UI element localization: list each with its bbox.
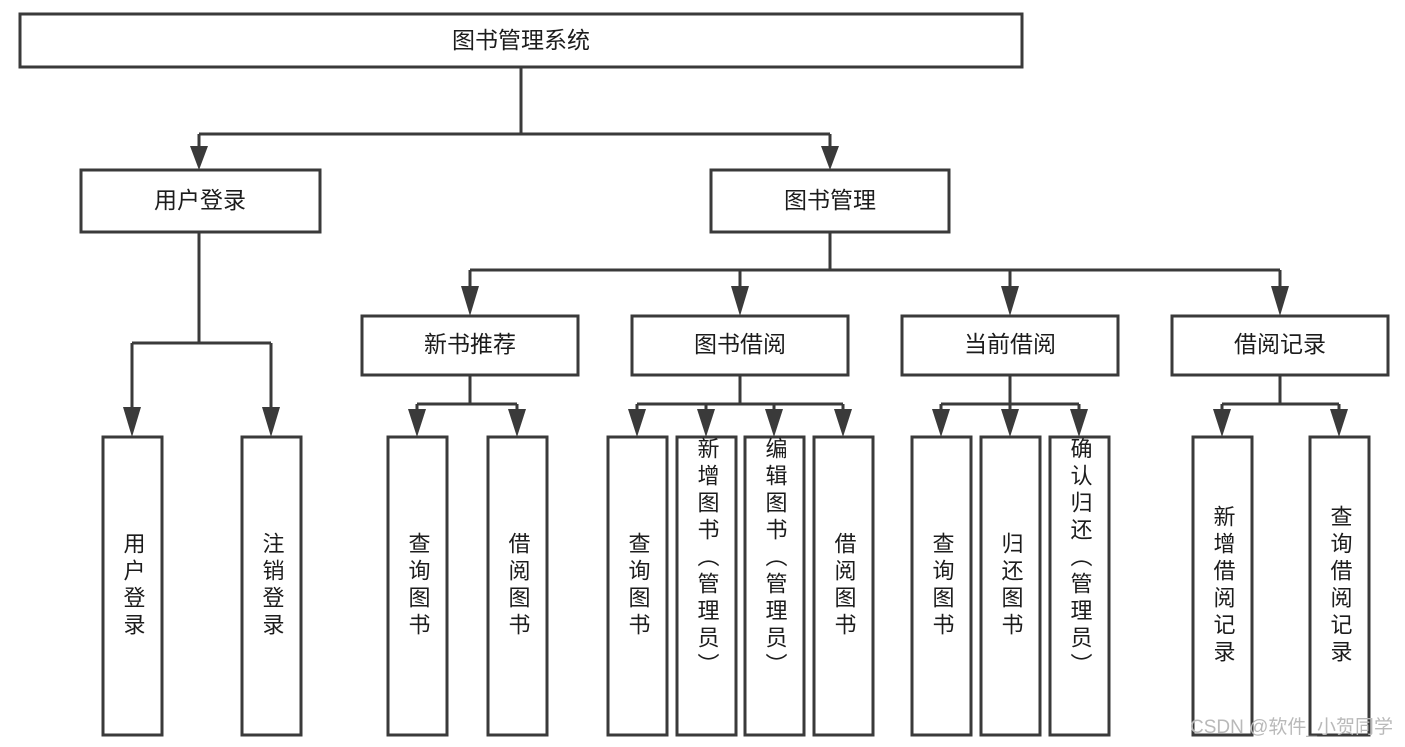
node-book-borrow[interactable]: 图书借阅 <box>630 314 850 377</box>
node-book-management-label: 图书管理 <box>784 187 876 213</box>
arrow-head-new-book <box>461 286 479 316</box>
arrow-head-borrow-record <box>1271 286 1289 316</box>
arrow-head-userlogin-leaf2 <box>262 407 280 437</box>
arrow-head-newbook-leaf1 <box>408 409 426 437</box>
leaf-rect-new-book-2[interactable] <box>486 435 549 737</box>
leaf-rect-book-borrow-1[interactable] <box>606 435 669 737</box>
leaf-group-current-borrow <box>910 435 1111 737</box>
node-new-book-recommend[interactable]: 新书推荐 <box>360 314 580 377</box>
arrow-head-currentborrow-leaf2 <box>1001 409 1019 437</box>
leaf-rect-borrow-record-1[interactable] <box>1191 435 1254 737</box>
leaf-group-user-login <box>101 435 303 737</box>
leaf-rect-borrow-record-2[interactable] <box>1308 435 1371 737</box>
arrow-head-newbook-leaf2 <box>508 409 526 437</box>
node-root-label: 图书管理系统 <box>452 27 590 53</box>
connector-currentborrow-to-leaves <box>932 375 1088 437</box>
arrow-head-current-borrow <box>1001 286 1019 316</box>
arrow-head-bookborrow-leaf2 <box>697 409 715 437</box>
node-current-borrow-rect <box>900 314 1120 377</box>
leaf-rect-user-login-2[interactable] <box>240 435 303 737</box>
connector-borrowrecord-to-leaves <box>1213 375 1348 437</box>
node-book-management[interactable]: 图书管理 <box>709 168 951 234</box>
leaf-rect-new-book-1[interactable] <box>386 435 449 737</box>
node-book-borrow-label: 图书借阅 <box>694 331 786 357</box>
leaf-rect-current-borrow-2[interactable] <box>979 435 1042 737</box>
leaf-rect-book-borrow-3[interactable] <box>743 435 806 737</box>
node-root-book-management-system[interactable]: 图书管理系统 <box>18 12 1024 69</box>
connector-newbook-to-leaves <box>408 375 526 437</box>
arrow-head-bookborrow-leaf4 <box>834 409 852 437</box>
arrow-head-user-login <box>190 146 208 170</box>
leaf-rect-book-borrow-4[interactable] <box>812 435 875 737</box>
arrow-head-bookborrow-leaf3 <box>765 409 783 437</box>
leaf-group-book-borrow <box>606 435 875 737</box>
node-book-management-rect <box>709 168 951 234</box>
node-book-borrow-rect <box>630 314 850 377</box>
node-borrow-record[interactable]: 借阅记录 <box>1170 314 1390 377</box>
arrow-head-currentborrow-leaf3 <box>1070 409 1088 437</box>
leaf-group-borrow-record <box>1191 435 1371 737</box>
arrow-head-bookborrow-leaf1 <box>628 409 646 437</box>
leaf-rect-current-borrow-1[interactable] <box>910 435 973 737</box>
node-user-login-rect <box>79 168 322 234</box>
node-current-borrow-label: 当前借阅 <box>964 331 1056 357</box>
leaf-rect-book-borrow-2[interactable] <box>675 435 738 737</box>
arrow-head-userlogin-leaf1 <box>123 407 141 437</box>
arrow-head-currentborrow-leaf1 <box>932 409 950 437</box>
leaf-rect-current-borrow-3[interactable] <box>1048 435 1111 737</box>
node-new-book-recommend-label: 新书推荐 <box>424 331 516 357</box>
node-current-borrow[interactable]: 当前借阅 <box>900 314 1120 377</box>
node-new-book-recommend-rect <box>360 314 580 377</box>
node-borrow-record-rect <box>1170 314 1390 377</box>
connector-userlogin-to-leaves <box>123 232 280 437</box>
node-user-login-label: 用户登录 <box>154 187 246 213</box>
node-root-rect <box>18 12 1024 69</box>
connector-bookborrow-to-leaves <box>628 375 852 437</box>
connector-root-to-level2 <box>190 67 839 170</box>
leaf-group-new-book-recommend <box>386 435 549 737</box>
arrow-head-book-borrow <box>731 286 749 316</box>
arrow-head-book-mgmt <box>821 146 839 170</box>
node-user-login[interactable]: 用户登录 <box>79 168 322 234</box>
arrow-head-borrowrecord-leaf2 <box>1330 409 1348 437</box>
watermark: CSDN @软件_小贺同学 <box>1190 717 1393 738</box>
arrow-head-borrowrecord-leaf1 <box>1213 409 1231 437</box>
node-borrow-record-label: 借阅记录 <box>1234 331 1326 357</box>
connector-bookmgmt-to-level3 <box>461 232 1289 316</box>
leaf-rect-user-login-1[interactable] <box>101 435 164 737</box>
